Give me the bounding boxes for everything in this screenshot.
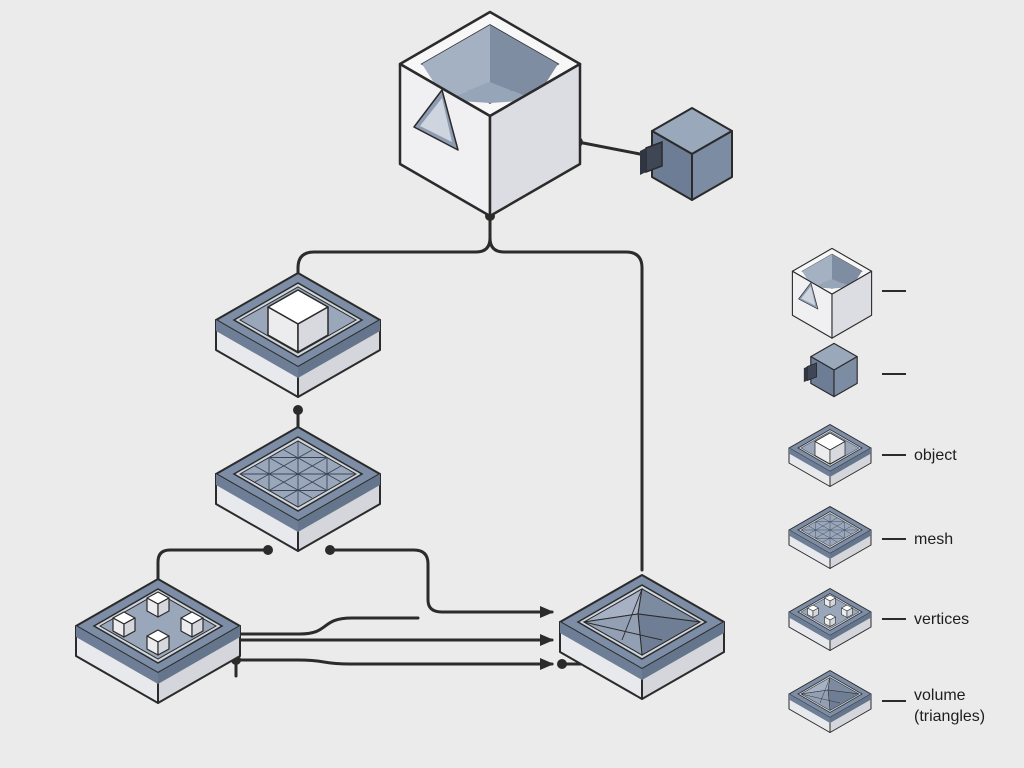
vertices-tile-icon [789, 589, 871, 651]
legend-label: mesh [914, 531, 953, 548]
node-mesh[interactable] [216, 427, 380, 551]
vertices-tile-icon [76, 579, 240, 703]
legend-item-volume: volume (triangles) [789, 671, 985, 733]
volume-tile-icon [789, 671, 871, 733]
legend-label-line2: (triangles) [914, 708, 985, 725]
link-container-to-volume [488, 236, 644, 572]
junction-dot [293, 405, 303, 415]
connector-cube-icon [639, 107, 733, 201]
junction-dot [263, 545, 273, 555]
junction-dot [325, 545, 335, 555]
object-tile-icon [789, 425, 871, 487]
junction-dots [231, 137, 643, 683]
link-vertices-to-volume-3 [234, 658, 554, 670]
legend-item-plug-cube [803, 342, 906, 398]
legend-item-container [791, 247, 906, 339]
object-tile-icon [216, 273, 380, 397]
open-box-icon [398, 10, 582, 218]
link-mesh-to-volume [328, 548, 554, 618]
legend-item-mesh: mesh [789, 507, 953, 569]
volume-tile-icon [560, 575, 724, 699]
link-mesh-to-vertices [156, 548, 270, 582]
legend-label: vertices [914, 611, 969, 628]
mesh-tile-icon [789, 507, 871, 569]
legend-item-vertices: vertices [789, 589, 969, 651]
legend-label: volume [914, 687, 966, 704]
connectors [156, 140, 652, 680]
link-container-trunk [296, 214, 492, 280]
junction-dot [557, 659, 567, 669]
mesh-tile-icon [216, 427, 380, 551]
node-volume[interactable] [560, 575, 724, 699]
legend-item-object: object [789, 425, 957, 487]
node-object[interactable] [216, 273, 380, 397]
open-box-icon [791, 247, 873, 339]
node-vertices[interactable] [76, 579, 240, 703]
legend: object mesh vertices volume (triangles) [789, 247, 985, 733]
connector-cube-icon [803, 342, 858, 398]
link-container-to-plug-cube [576, 140, 652, 158]
link-vertices-to-volume-1 [238, 616, 420, 636]
legend-label: object [914, 447, 957, 464]
node-container[interactable] [398, 10, 582, 218]
node-plug-cube[interactable] [639, 107, 733, 201]
